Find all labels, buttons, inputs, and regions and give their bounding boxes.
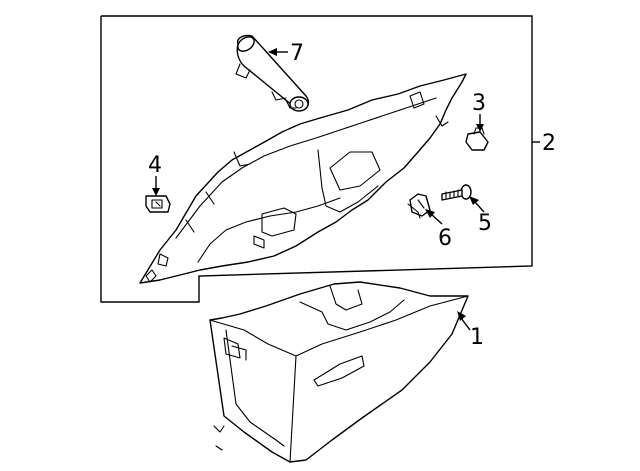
part-1-glove-box[interactable] xyxy=(209,281,469,463)
callout-7: 7 xyxy=(290,41,304,66)
part-3-bumper[interactable] xyxy=(465,127,489,151)
part-6-latch[interactable] xyxy=(407,193,431,219)
callout-4-arrow xyxy=(152,188,160,196)
callout-4: 4 xyxy=(148,153,162,178)
callout-1-leader xyxy=(460,317,471,331)
callout-6: 6 xyxy=(438,226,452,251)
part-4-clip[interactable] xyxy=(145,195,171,213)
callout-1: 1 xyxy=(470,325,484,350)
part-2-housing[interactable] xyxy=(139,73,467,284)
callout-2: 2 xyxy=(542,131,556,156)
assembly-boundary xyxy=(100,15,533,303)
callout-5: 5 xyxy=(478,211,492,236)
part-5-screw[interactable] xyxy=(441,184,472,201)
callout-5-leader xyxy=(474,201,485,213)
callout-3: 3 xyxy=(472,91,486,116)
part-7-damper[interactable] xyxy=(235,34,310,112)
callout-1-arrow xyxy=(457,311,466,321)
callout-6-leader xyxy=(430,213,443,225)
callout-5-arrow xyxy=(469,196,479,205)
callout-7-arrow xyxy=(268,48,277,56)
callout-6-arrow xyxy=(425,209,435,218)
callout-3-arrow xyxy=(476,124,484,132)
